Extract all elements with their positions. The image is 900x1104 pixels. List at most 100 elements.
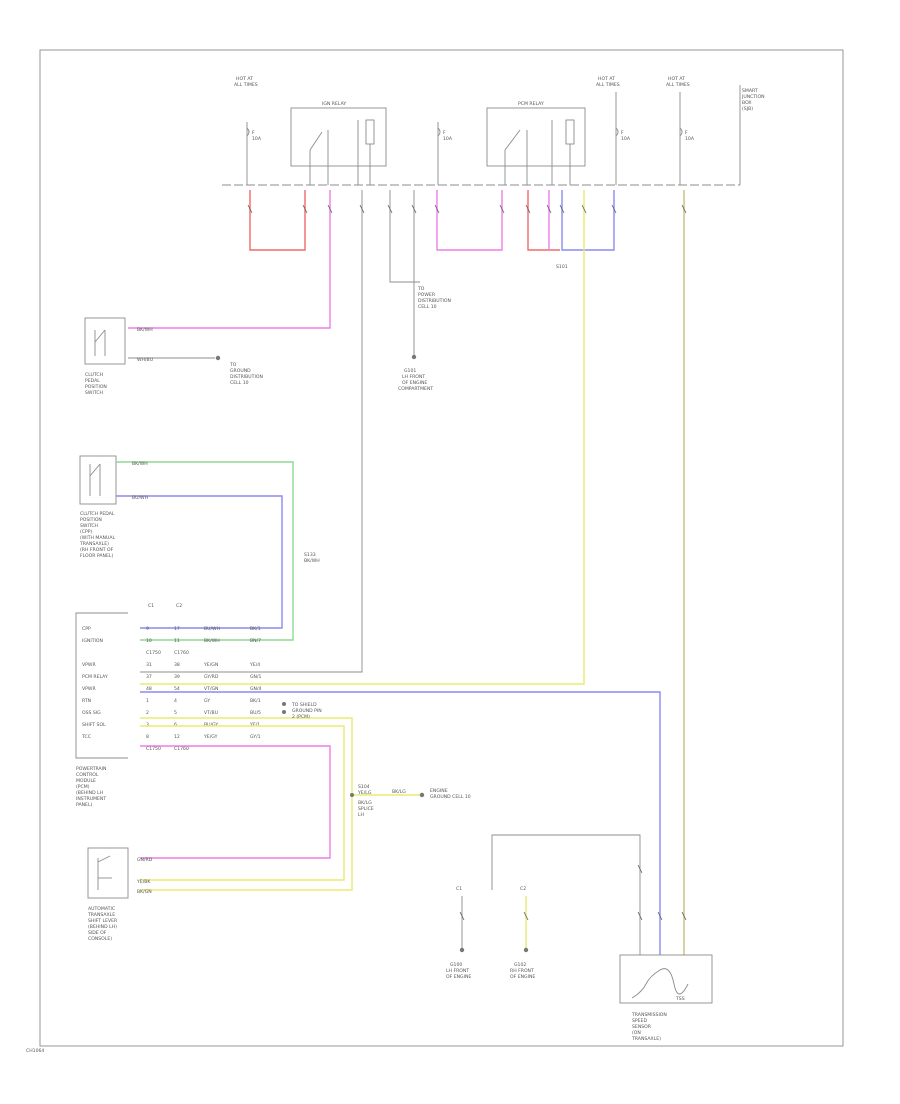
pcm-pin-name: CPP	[82, 626, 91, 632]
ground-note-label-2: LH FRONT	[402, 374, 425, 380]
ground-splice-text-1: ENGINE	[430, 788, 448, 794]
wire-gray-long	[140, 190, 363, 673]
trans-label-3: SHIFT LEVER	[88, 918, 118, 924]
pcm-col-b: C2	[176, 603, 182, 609]
pcm-pin-a: 2	[146, 710, 149, 716]
speed-sensor-label-5: TRANSAXLE)	[631, 1036, 661, 1042]
pcm-label-2: CONTROL	[76, 772, 99, 778]
fuse-d-label: F	[685, 130, 688, 136]
speed-sensor-connector-marks	[637, 864, 687, 921]
ground-splice-wire: BK/LG	[392, 789, 406, 795]
clutch-label-2: PEDAL	[85, 378, 100, 384]
wire-yellow-vpwr	[140, 190, 585, 685]
splice-node	[350, 793, 354, 797]
junction-box-label-2: JUNCTION	[741, 94, 765, 100]
diagram-frame	[39, 49, 844, 1047]
clutch-wire-b: WH/BU	[137, 357, 153, 363]
junction-box-wires: S101	[128, 190, 687, 955]
clutch-label-4: SWITCH	[85, 390, 103, 396]
ground-node	[411, 354, 417, 360]
sensor-a-label-2: LH FRONT	[446, 968, 469, 974]
speed-sensor-label-2: SPEED	[632, 1018, 647, 1024]
pcm-col-a: C1	[148, 603, 154, 609]
trans-label-4: (BEHIND LH)	[88, 924, 117, 930]
pcm-pin-name: RTN	[82, 698, 91, 704]
pcm-pin-b: 11	[174, 638, 180, 644]
pcm-pin-code: BK/1	[250, 698, 261, 704]
ground-splice-note-1: BK/LG	[358, 800, 372, 806]
relay-b: PCM RELAY	[486, 101, 586, 185]
hot-label-a-2: ALL TIMES	[234, 82, 258, 88]
clutch-ground-note-3: DISTRIBUTION	[230, 374, 263, 380]
speed-sensor-label-4: (ON	[632, 1030, 641, 1036]
pcm-pin-a: 48	[146, 686, 152, 692]
ground-splice-text-2: GROUND CELL 10	[430, 794, 471, 800]
wire-red-loop	[249, 190, 306, 251]
hot-label-c-2: ALL TIMES	[666, 82, 690, 88]
cpp-switch: BK/WH BU/WH S133 BK/WH CLUTCH PEDAL POSI…	[79, 455, 320, 641]
fuse-d-rating: 10A	[685, 136, 695, 142]
cpp-wire-b: BU/WH	[132, 495, 148, 501]
pcm-pin-b: 38	[174, 662, 180, 668]
junction-box-label-4: (SJB)	[742, 106, 753, 112]
relay-a-label: IGN RELAY	[322, 101, 346, 107]
cpp-wire-a: BK/WH	[132, 461, 148, 467]
pcm-pin-wire: VT/BU	[204, 710, 218, 716]
pcm-pin-wire: GY/RD	[204, 674, 219, 680]
wire-blue-cpp	[116, 495, 283, 629]
pcm-outline	[75, 612, 128, 759]
pcm-pin-a: 10	[146, 638, 152, 644]
pcm-pin-code: YE/1	[249, 722, 260, 728]
clutch-label-1: CLUTCH	[85, 372, 103, 378]
pcm-pin-b: C1760	[174, 650, 189, 656]
cpp-label-5: (WITH MANUAL	[80, 535, 115, 541]
ground-note-text-2: POWER	[418, 292, 436, 298]
junction-box-label-3: BOX	[742, 100, 752, 106]
pcm-pin-a: C1750	[146, 746, 161, 752]
cpp-label-8: FLOOR PANEL)	[80, 553, 113, 559]
sensor-a-label-1: G100	[450, 962, 462, 968]
pcm-label-6: INSTRUMENT	[76, 796, 106, 802]
trans-label-2: TRANSAXLE	[87, 912, 115, 918]
wire-yellow-trans	[140, 717, 353, 891]
wire-green-cpp	[116, 461, 294, 641]
sensor-b-label-1: G102	[514, 962, 526, 968]
speed-sensor-label-3: SENSOR	[632, 1024, 652, 1030]
cpp-splice-1: S133	[304, 552, 316, 558]
pcm-pin-wire: VT/GN	[204, 686, 219, 692]
shield-note-1: TO SHIELD	[291, 702, 317, 708]
hot-label-b-2: ALL TIMES	[596, 82, 620, 88]
sensor-b-label-3: OF ENGINE	[510, 974, 535, 980]
fuse-a-label: F	[252, 130, 255, 136]
shield-note-3: 2 (PCM)	[292, 714, 310, 720]
pcm-label-3: MODULE	[76, 778, 96, 784]
trans-wire-b: YE/BK	[136, 879, 151, 885]
clutch-label-3: POSITION	[85, 384, 107, 390]
connector-marks	[247, 204, 687, 214]
fuse-a: F 10A	[246, 122, 262, 185]
trans-label-6: CONSOLE)	[88, 936, 112, 942]
smart-junction-box: SMART JUNCTION BOX (SJB) HOT AT ALL TIME…	[222, 76, 765, 186]
ground-note-text-1: TO	[417, 286, 425, 292]
fuse-b-rating: 10A	[443, 136, 453, 142]
pcm-pin-b: 12	[174, 734, 180, 740]
engine-ground-splice: S104 YE/LG BK/LG ENGINE GROUND CELL 10 B…	[350, 784, 471, 818]
pcm-label-5: (BEHIND LH	[76, 790, 103, 796]
hot-label-b-1: HOT AT	[598, 76, 615, 82]
sensor-b-label-2: RH FRONT	[510, 968, 534, 974]
trans-label-1: AUTOMATIC	[88, 906, 115, 912]
pcm-pin-code: GY/1	[250, 734, 261, 740]
hot-label-c-1: HOT AT	[668, 76, 685, 82]
pcm-pin-b: 6	[174, 722, 177, 728]
cpp-label-4: (CPP)	[80, 529, 93, 535]
pcm-pin-name: PCM RELAY	[82, 674, 108, 680]
pcm-label-1: POWERTRAIN	[76, 766, 106, 772]
pcm-pin-b: 5	[174, 710, 177, 716]
pcm-pin-a: 31	[146, 662, 152, 668]
